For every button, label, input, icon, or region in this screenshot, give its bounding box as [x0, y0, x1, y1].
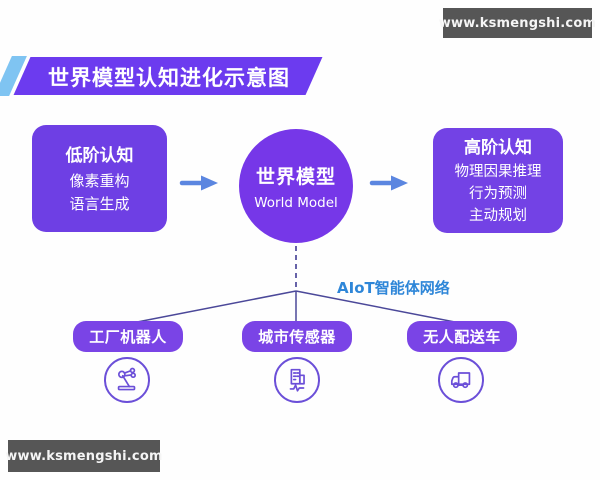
aiot-network-label: AIoT智能体网络: [337, 279, 450, 297]
robot-arm-icon: [104, 357, 150, 403]
arrow-right-icon: [369, 175, 408, 191]
node-label: 无人配送车: [423, 328, 501, 346]
node-factory-robot: 工厂机器人: [73, 321, 183, 352]
node-delivery-vehicle: 无人配送车: [407, 321, 517, 352]
arrow-right-icon: [179, 175, 218, 191]
watermark-bottom: www.ksmengshi.com: [5, 440, 163, 472]
high-cognition-heading: 高阶认知: [464, 138, 532, 159]
high-cognition-line: 物理因果推理: [454, 164, 542, 181]
low-cognition-line: 像素重构: [69, 171, 130, 190]
node-city-sensor: 城市传感器: [242, 321, 352, 352]
world-model-heading: 世界模型: [255, 165, 336, 188]
high-cognition-box: 高阶认知 物理因果推理 行为预测 主动规划: [433, 128, 563, 233]
page-title: 世界模型认知进化示意图: [48, 66, 290, 90]
high-cognition-line: 主动规划: [469, 207, 527, 224]
low-cognition-heading: 低阶认知: [65, 145, 134, 166]
delivery-truck-icon: [438, 357, 484, 403]
low-cognition-line: 语言生成: [69, 195, 130, 213]
world-model-node: 世界模型 World Model: [239, 129, 353, 243]
city-sensor-icon: [274, 357, 320, 403]
high-cognition-line: 行为预测: [469, 186, 527, 203]
world-model-subheading: World Model: [254, 194, 338, 211]
watermark-bottom-text: www.ksmengshi.com: [5, 448, 163, 464]
node-label: 工厂机器人: [89, 328, 167, 346]
low-cognition-box: 低阶认知 像素重构 语言生成: [32, 125, 167, 232]
watermark-top: www.ksmengshi.com: [439, 8, 596, 38]
node-label: 城市传感器: [258, 328, 336, 346]
watermark-top-text: www.ksmengshi.com: [438, 15, 597, 31]
branch-line-left: [131, 290, 297, 324]
